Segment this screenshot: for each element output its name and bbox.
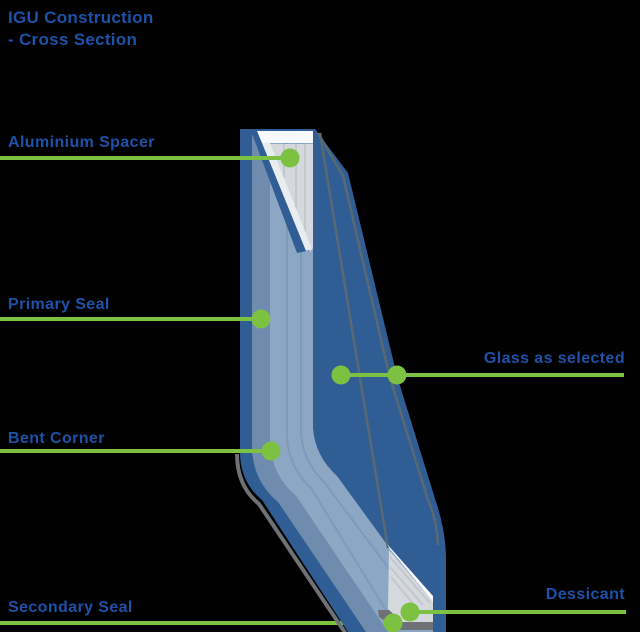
band-separator-line bbox=[300, 131, 391, 571]
primary-seal-label: Primary Seal bbox=[8, 296, 110, 313]
pane-edge-line bbox=[316, 132, 440, 546]
bent-corner-marker-dot bbox=[261, 441, 281, 461]
spacer-side-band bbox=[270, 131, 433, 632]
secondary-seal-marker-dot bbox=[383, 613, 403, 632]
band-separator-line bbox=[286, 131, 399, 631]
desiccant-marker-dot bbox=[400, 602, 420, 622]
bent-corner-label: Bent Corner bbox=[8, 430, 105, 447]
secondary-seal-label: Secondary Seal bbox=[8, 599, 133, 616]
glass-back-pane-marker-dot bbox=[331, 365, 351, 385]
spacer-bottom-highlight bbox=[387, 544, 433, 602]
spacer-hatch-line bbox=[390, 576, 416, 607]
diagram-title: IGU Construction - Cross Section bbox=[8, 8, 154, 49]
primary-seal-band bbox=[252, 131, 388, 632]
glass-front-pane-marker-dot bbox=[387, 365, 407, 385]
spacer-hatch-line bbox=[389, 556, 431, 604]
pane-edge-line bbox=[318, 132, 390, 549]
spacer-edge-highlight bbox=[262, 143, 312, 251]
desiccant-label: Dessicant bbox=[545, 586, 625, 603]
spacer-hatch-line bbox=[389, 566, 424, 606]
primary-seal-marker-dot bbox=[251, 309, 271, 329]
aluminium-spacer-label: Aluminium Spacer bbox=[8, 134, 155, 151]
spacer-top-highlight bbox=[257, 131, 313, 143]
aluminium-spacer-marker-dot bbox=[280, 148, 300, 168]
glass-label: Glass as selected bbox=[483, 350, 625, 367]
unit-outer-edge-outline bbox=[235, 453, 348, 632]
